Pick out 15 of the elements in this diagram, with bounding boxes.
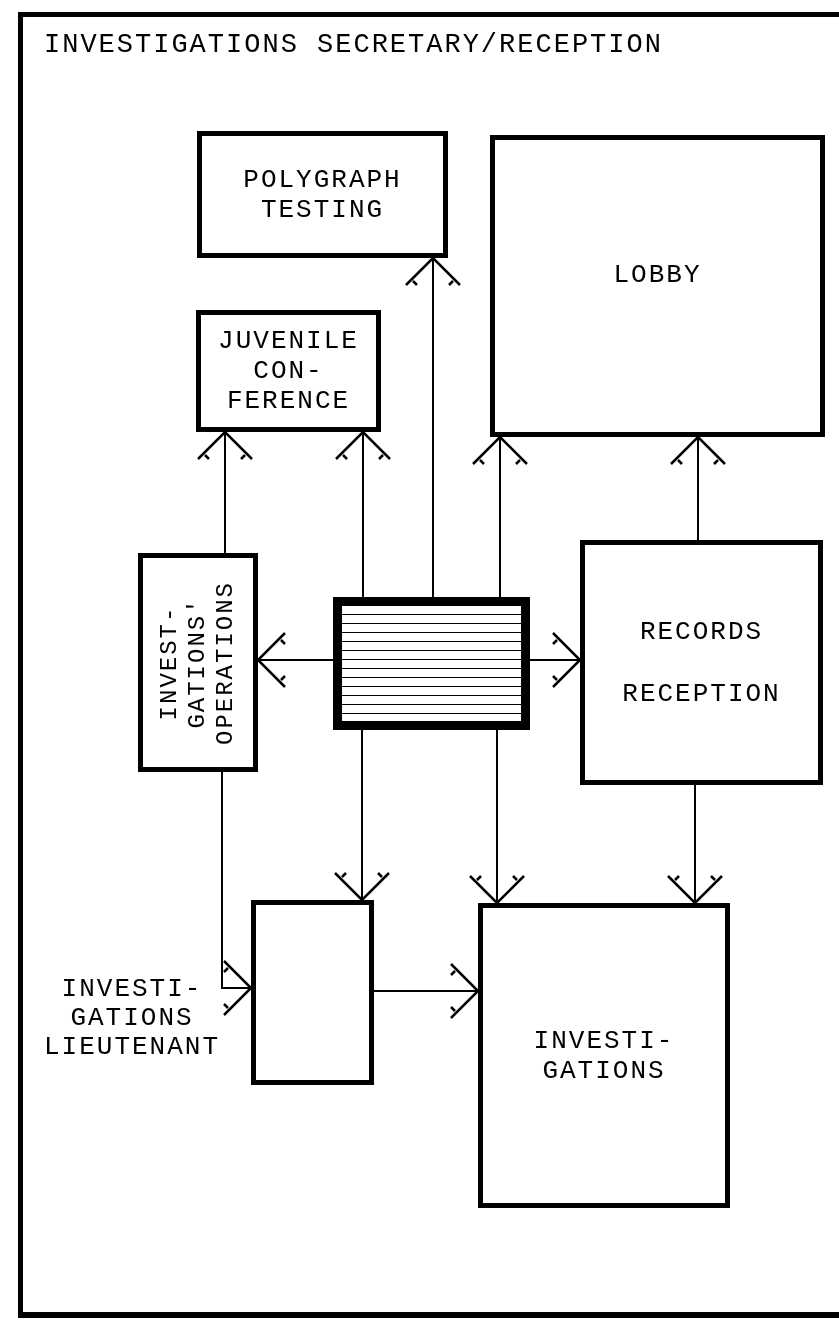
room-label: RECORDS RECEPTION bbox=[621, 615, 782, 711]
room-label: INVESTI- GATIONS bbox=[532, 1025, 676, 1086]
room-label: INVESTI- GATIONS LIEUTENANT bbox=[43, 975, 221, 1062]
hatched-room bbox=[333, 597, 530, 730]
plan-title: INVESTIGATIONS SECRETARY/RECEPTION bbox=[44, 29, 663, 62]
room-box bbox=[138, 553, 258, 772]
room-label: INVEST- GATIONS' OPERATIONS bbox=[156, 579, 240, 747]
room-label: LOBBY bbox=[613, 260, 702, 290]
room-box bbox=[490, 135, 825, 437]
room-box bbox=[478, 903, 730, 1208]
room-box bbox=[580, 540, 823, 785]
room-box bbox=[196, 310, 381, 432]
room-label: POLYGRAPH TESTING bbox=[242, 164, 403, 225]
room-box bbox=[197, 131, 448, 258]
room-label: JUVENILE CON- FERENCE bbox=[217, 326, 360, 416]
